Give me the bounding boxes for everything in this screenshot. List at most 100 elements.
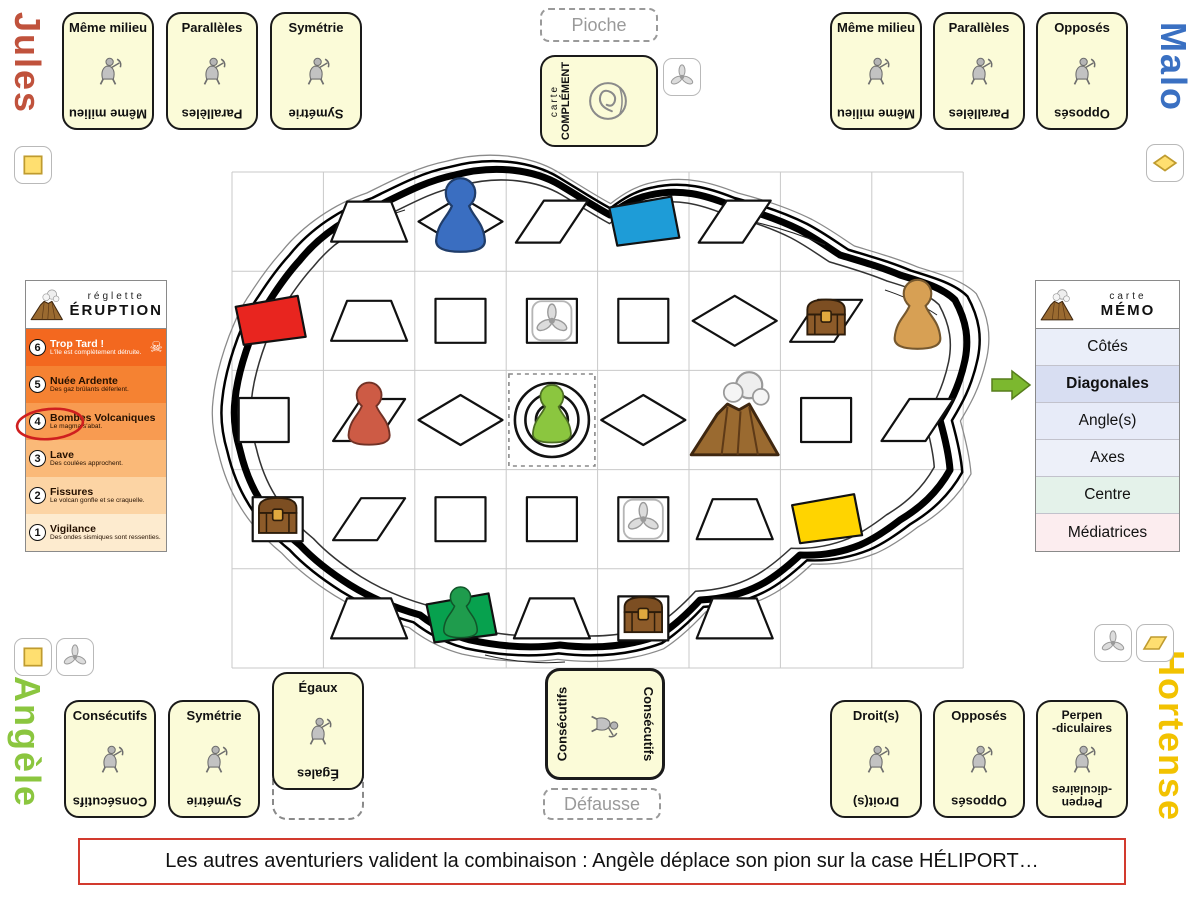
cell-dashed-border [508,373,596,467]
board-cell[interactable] [417,177,504,253]
cell-shape-trapezoid [695,597,774,640]
board-cell[interactable] [425,586,498,644]
board-cell[interactable] [608,195,681,247]
level-desc: Des gaz brûlants déferlent. [50,385,129,393]
board-cell[interactable] [799,396,853,444]
heliport-cell[interactable] [508,373,596,467]
board-cell[interactable] [237,396,290,444]
discard-pile-card[interactable]: Consécutifs Consécutifs [545,668,665,780]
board-cell[interactable] [617,595,670,642]
wheel-icon [62,644,88,667]
board-cell[interactable] [332,381,407,446]
board-cell[interactable] [434,297,487,344]
card-angele-3-raised[interactable]: Égaux Égales [272,672,364,790]
deck-wheel-button[interactable] [663,58,701,96]
board-cell[interactable] [330,200,409,243]
level-name: Bombes Volcaniques [50,412,156,424]
cell-shape-diamond [600,393,687,447]
card-angele-2[interactable]: Symétrie Symétrie [168,700,260,818]
memo-item-axes[interactable]: Axes [1036,440,1179,477]
memo-item-angles[interactable]: Angle(s) [1036,403,1179,440]
board-cell[interactable] [695,498,774,541]
memo-item-mediatrices[interactable]: Médiatrices [1036,514,1179,551]
card-label: Consécutifs [72,708,148,723]
explorer-icon [99,57,122,86]
explorer-icon [590,715,619,738]
board-cell[interactable] [234,294,307,346]
wheel-icon [532,301,571,340]
memo-title: MÉMO [1100,301,1156,319]
card-label-mirrored: Perpen -diculaires [1051,783,1113,810]
eruption-title-small: réglette [87,290,145,302]
level-number: 6 [29,339,46,356]
card-label-mirrored: Symétrie [186,795,242,810]
level-desc: L'île est complètement détruite. [50,348,142,356]
board-cell[interactable] [697,199,772,244]
yellow-square-icon [23,155,43,175]
card-label: Consécutifs [641,686,656,762]
cell-shape-quad [608,195,681,247]
board-cell[interactable] [880,397,955,443]
cell-shape-square [237,396,290,444]
hortense-shape-button[interactable] [1136,624,1174,662]
malo-shape-button[interactable] [1146,144,1184,182]
board-cell[interactable] [251,496,304,543]
board-cell[interactable] [617,297,670,344]
volcano-cell[interactable] [689,370,780,457]
card-label: Symétrie [186,708,242,723]
board-cell[interactable] [695,597,774,640]
card-malo-1[interactable]: Même milieu Même milieu [830,12,922,130]
island-board [211,154,990,669]
board-cell[interactable] [600,393,687,447]
card-hortense-2[interactable]: Opposés Opposés [933,700,1025,818]
card-label-mirrored: Droit(s) [852,795,900,810]
treasure-chest-icon [623,596,663,634]
cell-shape-square [434,496,487,543]
card-angele-1[interactable]: Consécutifs Consécutifs [64,700,156,818]
angele-wheel-button[interactable] [56,638,94,676]
cell-shape-quad [234,294,307,346]
board-cell[interactable] [617,496,670,543]
card-hortense-3[interactable]: Perpen -diculaires Perpen -diculaires [1036,700,1128,818]
board-cell[interactable] [512,597,591,640]
level-number: 5 [29,376,46,393]
draw-pile-card[interactable]: carte COMPLÉMENT [539,54,658,147]
volcano-icon [30,289,63,321]
board-cell[interactable] [417,393,504,447]
board-cell[interactable] [788,298,864,343]
yellow-diamond-icon [1153,154,1177,172]
memo-item-diagonales[interactable]: Diagonales [1036,366,1179,403]
card-label: Même milieu [836,20,916,35]
explorer-icon [309,717,332,746]
board-cell[interactable] [525,297,578,344]
board-cell[interactable] [434,496,487,543]
board-cell[interactable] [525,496,578,543]
player-name-jules: Jules [7,12,48,115]
card-malo-3[interactable]: Opposés Opposés [1036,12,1128,130]
hortense-wheel-button[interactable] [1094,624,1132,662]
card-jules-1[interactable]: Même milieu Même milieu [62,12,154,130]
skull-icon: ☠ [149,339,163,356]
level-number: 1 [29,524,46,541]
memo-header: carte MÉMO [1036,281,1179,329]
game-message: Les autres aventuriers valident la combi… [165,850,1039,872]
card-jules-2[interactable]: Parallèles Parallèles [166,12,258,130]
board-cell[interactable] [330,597,409,640]
level-number: 3 [29,450,46,467]
board-cell[interactable] [332,497,407,542]
card-label: Égaux [298,680,338,695]
memo-item-centre[interactable]: Centre [1036,477,1179,514]
level-desc: Le volcan gonfle et se craquelle. [50,496,145,504]
card-jules-3[interactable]: Symétrie Symétrie [270,12,362,130]
board-cell[interactable] [514,199,589,244]
card-malo-2[interactable]: Parallèles Parallèles [933,12,1025,130]
memo-item-cotes[interactable]: Côtés [1036,329,1179,366]
board-cell[interactable] [790,493,864,545]
card-hortense-1[interactable]: Droit(s) Droit(s) [830,700,922,818]
board-cell[interactable] [691,294,778,347]
angele-shape-button[interactable] [14,638,52,676]
player-name-angele: Angèle [7,676,48,809]
board-cell[interactable] [330,299,409,342]
jules-shape-button[interactable] [14,146,52,184]
eruption-level-1: 1 Vigilance Des ondes sismiques sont res… [26,514,166,551]
